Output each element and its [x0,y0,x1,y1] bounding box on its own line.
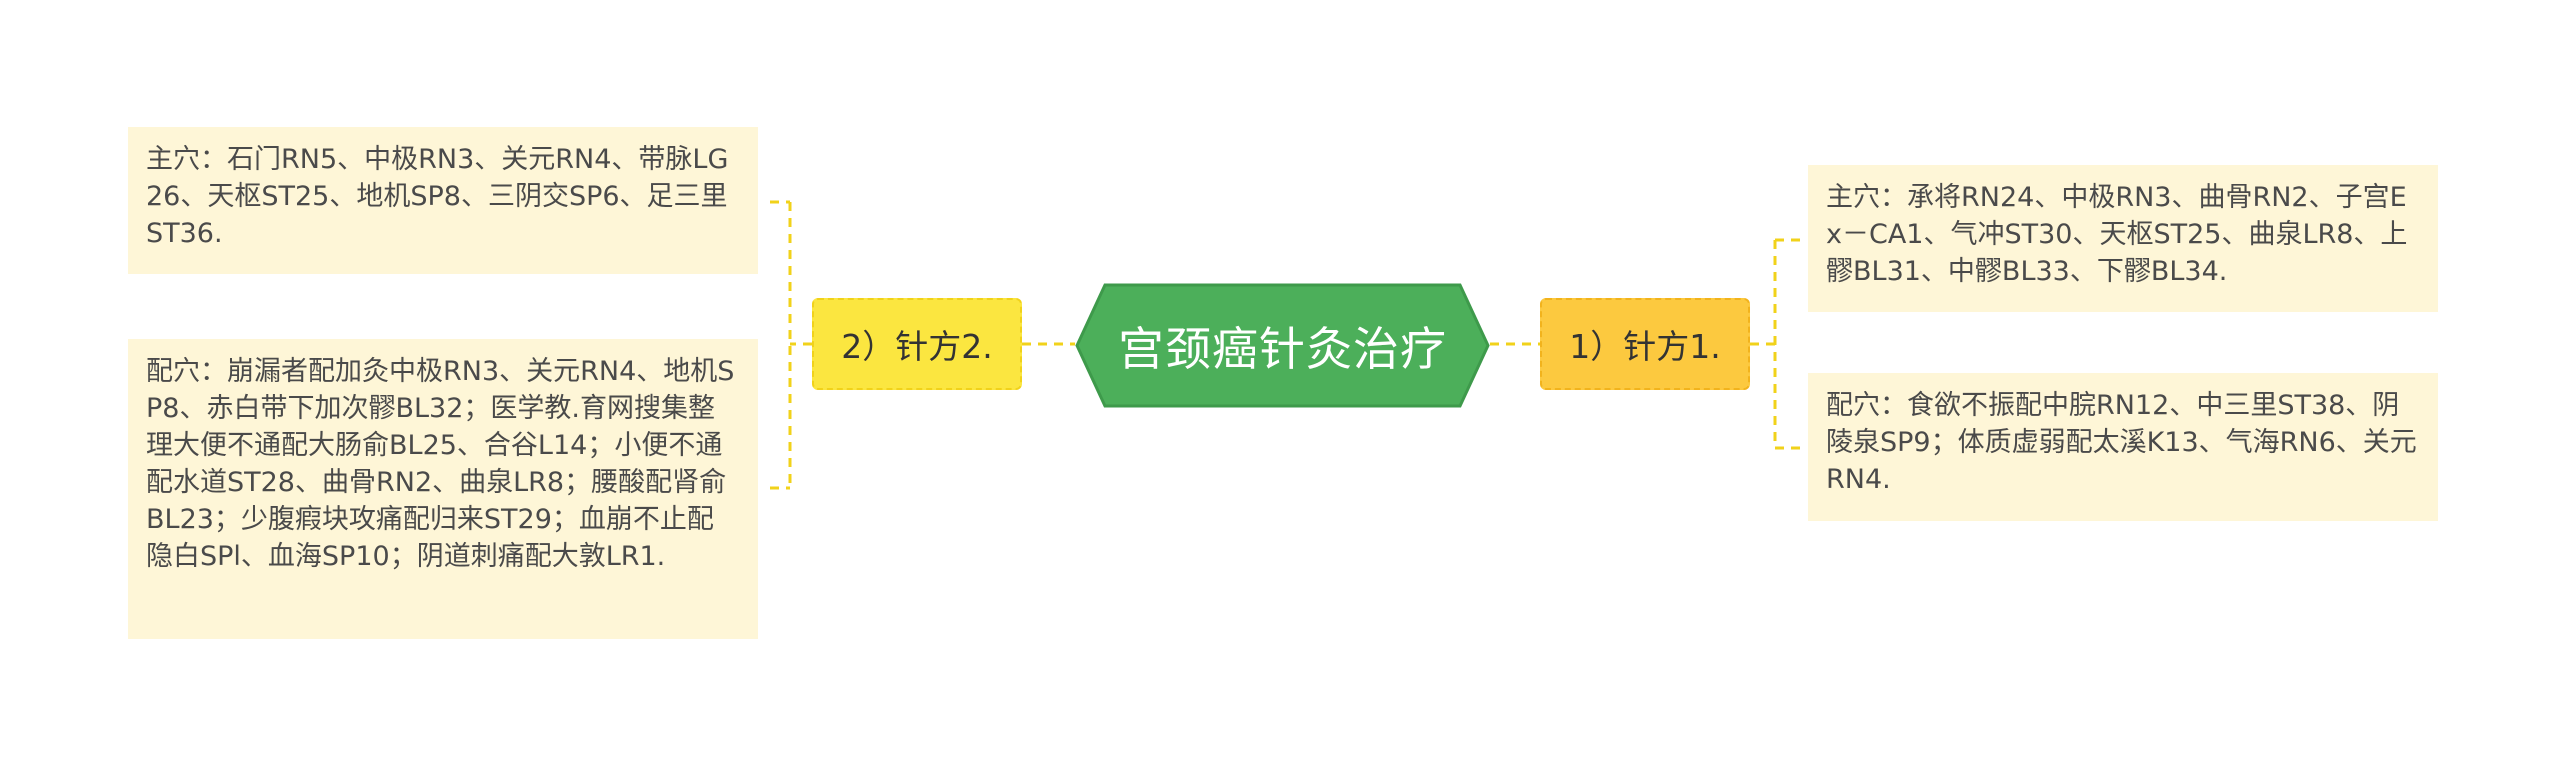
leaf-text: 主穴：承将RN24、中极RN3、曲骨RN2、子宫Ex－CA1、气冲ST30、天枢… [1826,182,2408,287]
connector-left-leaves [770,200,812,490]
root-hexagon-shape [1075,283,1490,408]
leaf-topic-supplementary-points-2[interactable]: 配穴：崩漏者配加灸中极RN3、关元RN4、地机SP8、赤白带下加次髎BL32；医… [128,339,758,639]
leaf-text: 配穴：崩漏者配加灸中极RN3、关元RN4、地机SP8、赤白带下加次髎BL32；医… [146,356,735,572]
branch-topic-2[interactable]: 2）针方2. [812,298,1022,390]
branch-topic-1-label: 1）针方1. [1569,327,1721,366]
leaf-text: 配穴：食欲不振配中脘RN12、中三里ST38、阴陵泉SP9；体质虚弱配太溪K13… [1826,390,2417,495]
leaf-topic-supplementary-points-1[interactable]: 配穴：食欲不振配中脘RN12、中三里ST38、阴陵泉SP9；体质虚弱配太溪K13… [1808,373,2438,521]
root-topic[interactable]: 宫颈癌针灸治疗 [1075,283,1490,408]
leaf-text: 主穴：石门RN5、中极RN3、关元RN4、带脉LG26、天枢ST25、地机SP8… [146,144,729,249]
branch-topic-2-label: 2）针方2. [841,327,993,366]
root-topic-label: 宫颈癌针灸治疗 [1118,321,1447,376]
branch-topic-1[interactable]: 1）针方1. [1540,298,1750,390]
connector-right-leaves [1750,238,1800,450]
leaf-topic-main-points-2[interactable]: 主穴：石门RN5、中极RN3、关元RN4、带脉LG26、天枢ST25、地机SP8… [128,127,758,274]
leaf-topic-main-points-1[interactable]: 主穴：承将RN24、中极RN3、曲骨RN2、子宫Ex－CA1、气冲ST30、天枢… [1808,165,2438,312]
